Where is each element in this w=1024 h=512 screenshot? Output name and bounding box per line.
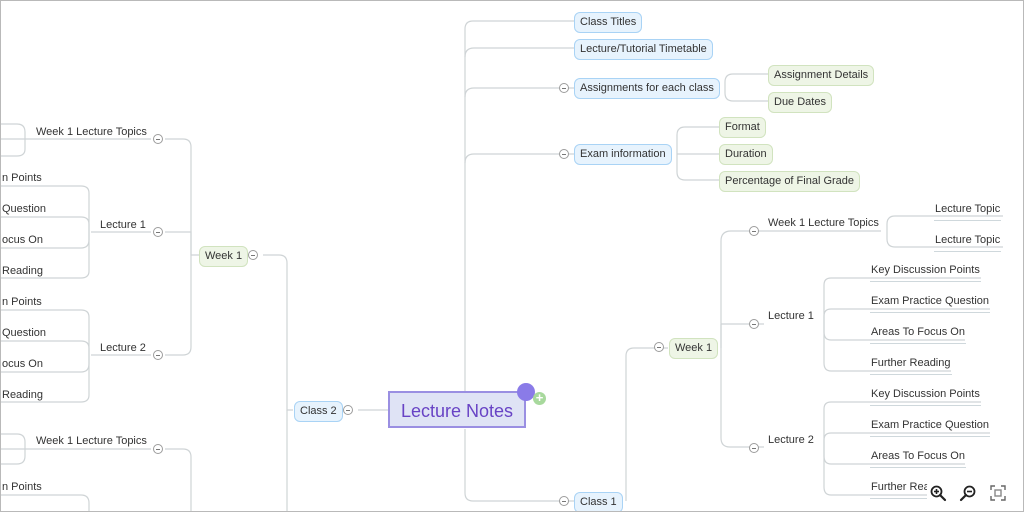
node-percentage[interactable]: Percentage of Final Grade [719,171,861,192]
collaborator-avatar [517,383,535,401]
node-week1[interactable]: Week 1 [669,338,719,359]
node-lecture2-item[interactable]: Exam Practice Question [870,417,990,437]
collapse-toggle-left-lecture1[interactable] [153,227,163,237]
node-lecture2-item[interactable]: Areas To Focus On [870,448,966,468]
node-class-titles[interactable]: Class Titles [574,12,643,33]
add-node-button[interactable]: + [533,391,546,405]
node-left-lecture1[interactable]: Lecture 1 [100,219,146,231]
node-left-lecture2-item[interactable]: Reading [2,389,43,401]
central-topic[interactable]: Lecture Notes [388,391,526,428]
zoom-out-icon[interactable] [957,482,979,504]
collapse-toggle-week-topics[interactable] [749,226,759,236]
collapse-toggle-left-week-topics[interactable] [153,134,163,144]
node-class2[interactable]: Class 2 [294,401,343,422]
collapse-toggle-lecture1[interactable] [749,319,759,329]
collapse-toggle-left-week-topics-2[interactable] [153,444,163,454]
node-left-item[interactable]: n Points [2,481,42,493]
fit-screen-icon[interactable] [987,482,1009,504]
node-lecture1[interactable]: Lecture 1 [768,310,814,322]
node-left-week-topics-2[interactable]: Week 1 Lecture Topics [36,435,147,447]
collapse-toggle-lecture2[interactable] [749,443,759,453]
node-left-lecture1-item[interactable]: Reading [2,265,43,277]
collapse-toggle-week1[interactable] [654,342,664,352]
collapse-toggle-class2[interactable] [343,405,353,415]
node-lecture1-item[interactable]: Further Reading [870,355,952,375]
collapse-toggle-assignments[interactable] [559,83,569,93]
node-lecture1-item[interactable]: Exam Practice Question [870,293,990,313]
node-lecture-topic[interactable]: Lecture Topic [934,232,1002,252]
node-duration[interactable]: Duration [719,144,773,165]
node-lecture-topic[interactable]: Lecture Topic [934,201,1002,221]
node-timetable[interactable]: Lecture/Tutorial Timetable [574,39,713,60]
node-left-lecture2-item[interactable]: n Points [2,296,42,308]
node-left-week-topics[interactable]: Week 1 Lecture Topics [36,126,147,138]
node-due-dates[interactable]: Due Dates [768,92,832,113]
node-left-week1[interactable]: Week 1 [199,246,249,267]
node-left-lecture1-item[interactable]: n Points [2,172,42,184]
collapse-toggle-class1[interactable] [559,496,569,506]
node-assignment-details[interactable]: Assignment Details [768,65,875,86]
node-left-lecture2-item[interactable]: Question [2,327,47,339]
node-lecture2-item[interactable]: Further Rea [870,479,931,499]
node-format[interactable]: Format [719,117,766,138]
node-lecture2[interactable]: Lecture 2 [768,434,814,446]
node-class1[interactable]: Class 1 [574,492,623,511]
zoom-in-icon[interactable] [927,482,949,504]
node-left-lecture1-item[interactable]: ocus On [2,234,43,246]
node-lecture2-item[interactable]: Key Discussion Points [870,386,981,406]
node-left-lecture2-item[interactable]: ocus On [2,358,43,370]
node-assignments[interactable]: Assignments for each class [574,78,720,99]
collapse-toggle-exam[interactable] [559,149,569,159]
collapse-toggle-left-week1[interactable] [248,250,258,260]
node-left-lecture1-item[interactable]: Question [2,203,47,215]
node-left-lecture2[interactable]: Lecture 2 [100,342,146,354]
node-week-topics[interactable]: Week 1 Lecture Topics [768,217,879,229]
node-lecture1-item[interactable]: Key Discussion Points [870,262,981,282]
node-lecture1-item[interactable]: Areas To Focus On [870,324,966,344]
collapse-toggle-left-lecture2[interactable] [153,350,163,360]
node-exam-info[interactable]: Exam information [574,144,672,165]
